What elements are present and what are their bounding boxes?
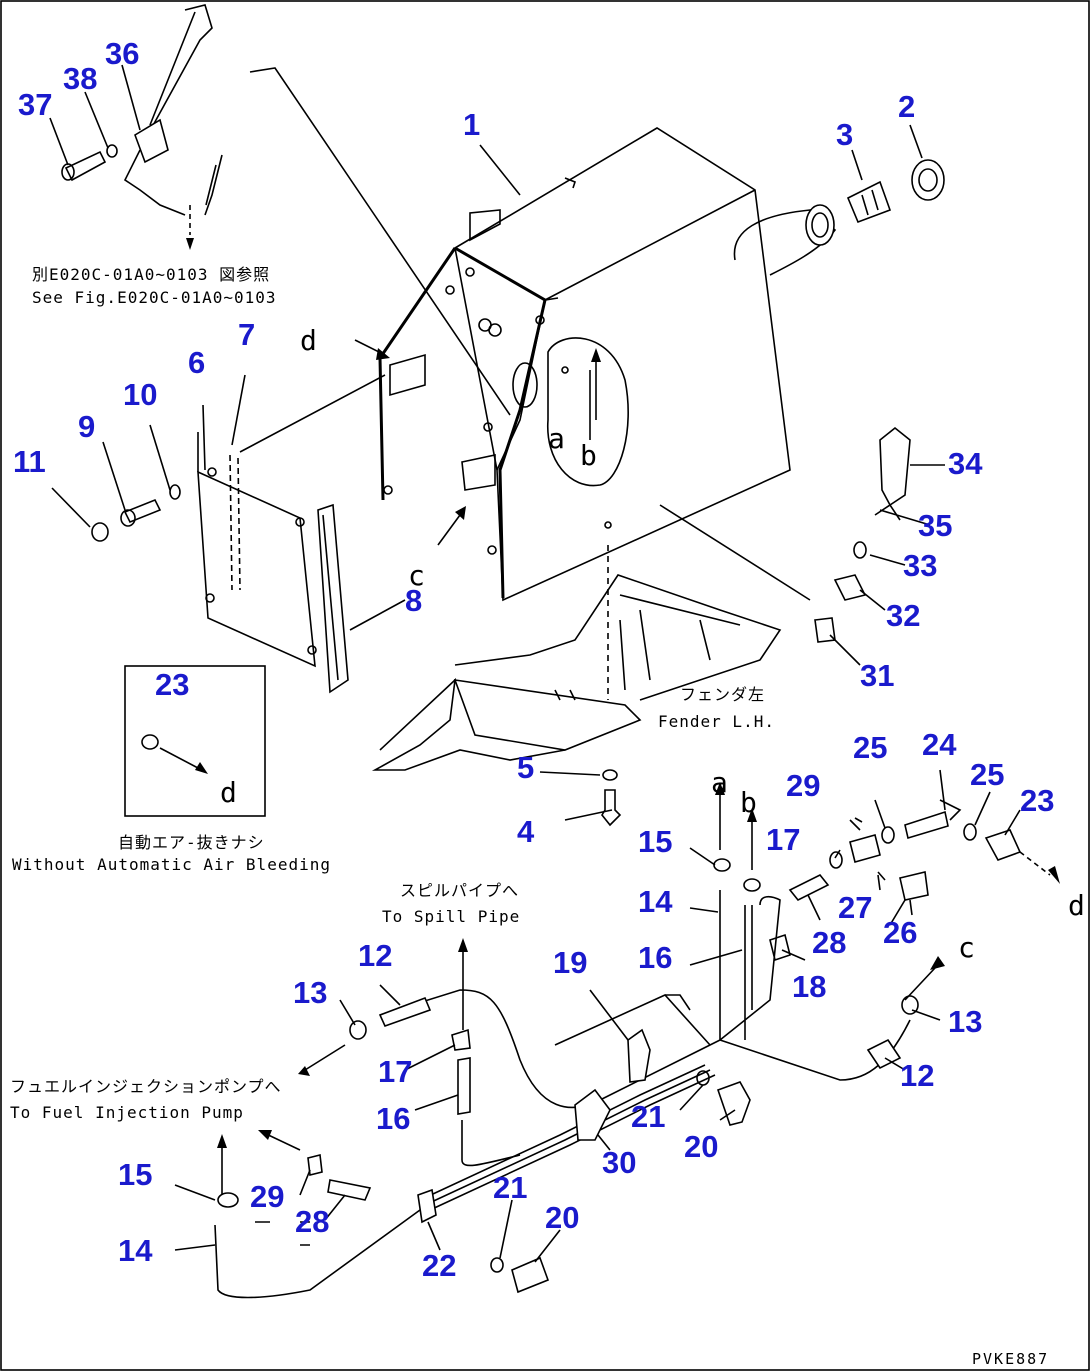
callout-19: 19 xyxy=(553,945,587,980)
ref-letter-c-pipe: c xyxy=(958,931,975,964)
note-no-bleed-en: Without Automatic Air Bleeding xyxy=(12,855,331,874)
callout-13-right: 13 xyxy=(948,1004,982,1039)
ref-letter-c-tank: c xyxy=(408,559,425,592)
cover-plate xyxy=(197,374,386,694)
note-fender-jp: フェンダ左 xyxy=(680,685,765,704)
ref-letter-a-tank: a xyxy=(548,422,565,455)
callout-34: 34 xyxy=(948,446,983,481)
fitting-set-31-35 xyxy=(659,426,911,643)
callout-28-left: 28 xyxy=(295,1204,329,1239)
hose-set-center xyxy=(713,858,781,1041)
drain-lever-assembly xyxy=(61,4,223,250)
callout-30: 30 xyxy=(602,1145,636,1180)
callout-27: 27 xyxy=(838,890,872,925)
fuel-tank xyxy=(378,127,945,602)
callout-20-lower: 20 xyxy=(545,1200,579,1235)
ref-letter-d-tank: d xyxy=(300,324,317,357)
callout-17-left: 17 xyxy=(378,1054,412,1089)
callout-leaders xyxy=(49,64,1021,1263)
callout-14-bottom: 14 xyxy=(118,1233,153,1268)
callout-20-upper: 20 xyxy=(684,1129,718,1164)
bolt-set-9-11 xyxy=(91,484,181,542)
callout-10: 10 xyxy=(123,377,157,412)
callout-31: 31 xyxy=(860,658,894,693)
callout-21-upper: 21 xyxy=(631,1099,665,1134)
callout-21-lower: 21 xyxy=(493,1170,527,1205)
callout-36: 36 xyxy=(105,36,139,71)
callout-numbers: 1 2 3 4 5 6 7 8 9 10 11 12 12 13 13 14 1… xyxy=(13,36,1054,1283)
callout-12-right: 12 xyxy=(900,1058,934,1093)
callout-6: 6 xyxy=(188,345,205,380)
direction-arrows xyxy=(217,339,945,1195)
annotation-notes: 別E020C-01A0~0103 図参照 See Fig.E020C-01A0~… xyxy=(10,265,1049,1368)
note-pump-en: To Fuel Injection Pump xyxy=(10,1103,244,1122)
note-no-bleed-jp: 自動エア-抜きナシ xyxy=(118,833,265,852)
callout-12-left: 12 xyxy=(358,938,392,973)
callout-35: 35 xyxy=(918,508,952,543)
callout-5: 5 xyxy=(517,750,534,785)
note-pump-jp: フュエルインジェクションポンプへ xyxy=(10,1077,282,1096)
note-spill-jp: スピルパイプへ xyxy=(400,881,519,900)
callout-24: 24 xyxy=(922,727,957,762)
ref-letter-a-pipe: a xyxy=(711,766,728,799)
fender xyxy=(371,574,782,771)
callout-15-center: 15 xyxy=(638,824,672,859)
drawing-code: PVKE887 xyxy=(972,1350,1049,1368)
callout-2: 2 xyxy=(898,89,915,124)
callout-15-bottom: 15 xyxy=(118,1157,152,1192)
callout-18: 18 xyxy=(792,969,826,1004)
callout-33: 33 xyxy=(903,548,937,583)
callout-23-right: 23 xyxy=(1020,783,1054,818)
callout-9: 9 xyxy=(78,409,95,444)
note-spill-en: To Spill Pipe xyxy=(382,907,520,926)
callout-16-center: 16 xyxy=(638,940,672,975)
callout-14-center: 14 xyxy=(638,884,673,919)
callout-8: 8 xyxy=(405,583,422,618)
pipe-assembly-right xyxy=(769,799,1060,962)
callout-11: 11 xyxy=(13,444,46,479)
ref-letter-d-inset: d xyxy=(220,776,237,809)
callout-23-inset: 23 xyxy=(155,667,189,702)
leader-line xyxy=(249,67,511,416)
callout-25-left: 25 xyxy=(853,730,887,765)
reference-letters: a b c d d a b c d xyxy=(220,324,1085,964)
callout-29-left: 29 xyxy=(250,1179,284,1214)
callout-1: 1 xyxy=(463,107,480,142)
callout-17-center: 17 xyxy=(766,822,800,857)
pipe-bundle xyxy=(214,989,919,1299)
callout-26: 26 xyxy=(883,915,917,950)
ref-letter-b-tank: b xyxy=(580,439,597,472)
callout-28-right: 28 xyxy=(812,925,846,960)
callout-22: 22 xyxy=(422,1248,456,1283)
callout-37: 37 xyxy=(18,87,52,122)
note-see-fig-jp: 別E020C-01A0~0103 図参照 xyxy=(32,265,270,284)
callout-25-right: 25 xyxy=(970,757,1004,792)
ref-letter-d-pipe: d xyxy=(1068,889,1085,922)
callout-4: 4 xyxy=(517,814,535,849)
callout-3: 3 xyxy=(836,117,853,152)
callout-37-left: 38 xyxy=(63,61,97,96)
inset-without-air-bleeding xyxy=(124,665,266,817)
ref-letter-b-pipe: b xyxy=(740,786,757,819)
note-fender-en: Fender L.H. xyxy=(658,712,775,731)
bolt-4-washer-5 xyxy=(601,769,622,827)
note-see-fig-en: See Fig.E020C-01A0~0103 xyxy=(32,288,277,307)
callout-29-right: 29 xyxy=(786,768,820,803)
bolt-hole xyxy=(604,521,612,529)
callout-32: 32 xyxy=(886,598,920,633)
callout-16-left: 16 xyxy=(376,1101,410,1136)
callout-7: 7 xyxy=(238,317,255,352)
callout-13-left: 13 xyxy=(293,975,327,1010)
